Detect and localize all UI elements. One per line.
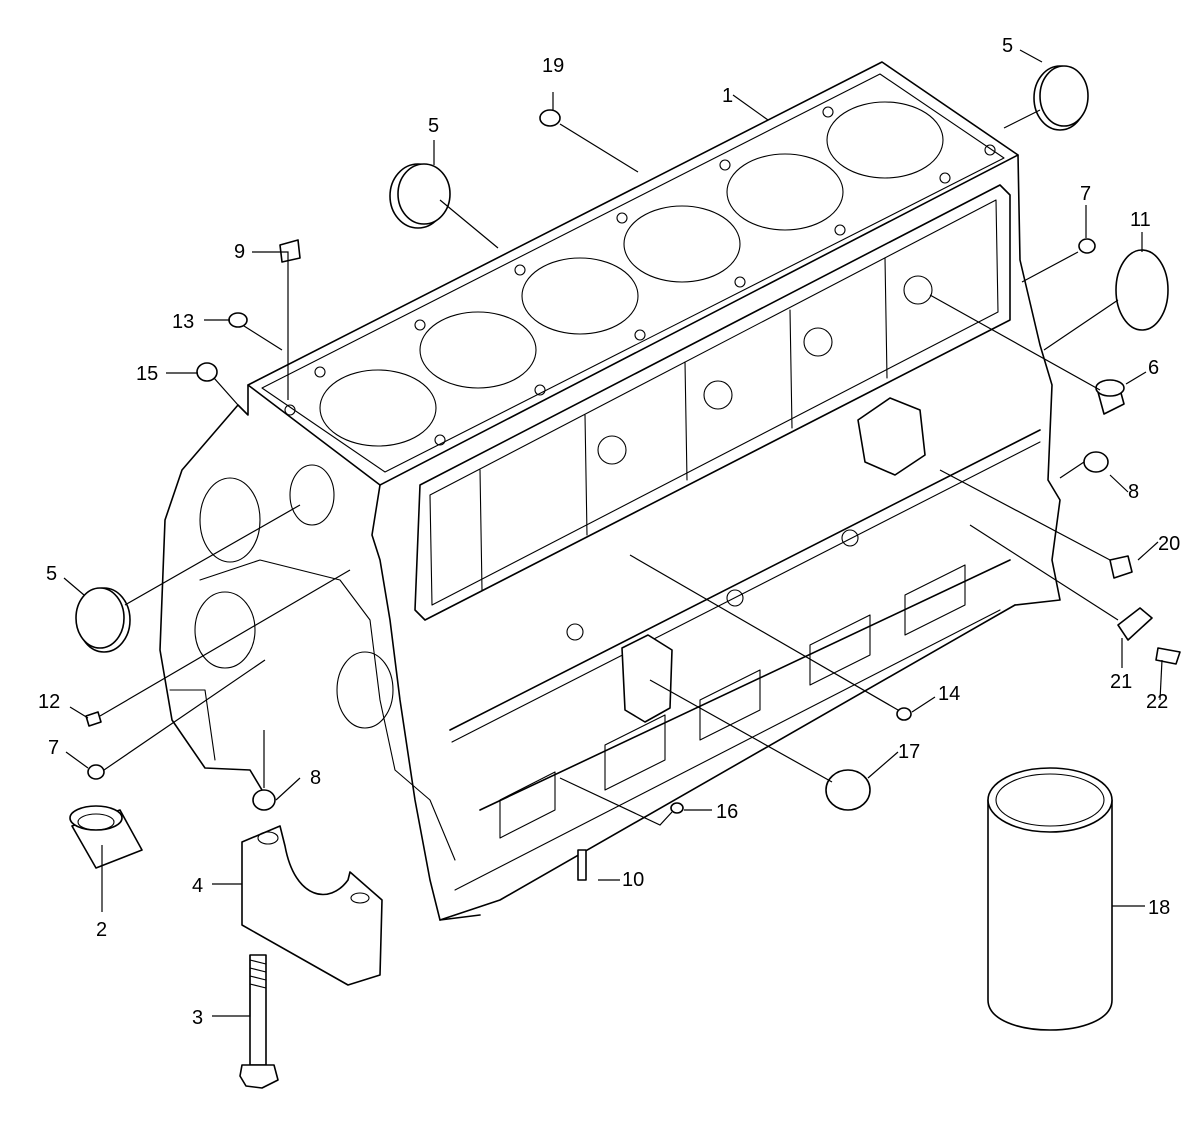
callout-5-upper-left: 5 [428, 115, 439, 137]
sleeve-8-lower [252, 789, 276, 811]
camshaft-bushing [69, 805, 143, 869]
sleeve-8-upper [1083, 451, 1109, 473]
callout-20: 20 [1158, 533, 1180, 555]
callout-21: 21 [1110, 671, 1132, 693]
pin-7-upper [1078, 238, 1096, 254]
dowel-sleeve [279, 239, 301, 263]
callout-19: 19 [542, 55, 564, 77]
oil-pump-pad [621, 634, 673, 723]
callout-7-upper: 7 [1080, 183, 1091, 205]
ball-16 [670, 802, 684, 814]
expansion-plug [1033, 65, 1089, 131]
plug-19 [539, 109, 561, 127]
plug-20 [1109, 555, 1133, 579]
bushing [1095, 379, 1125, 415]
callout-1: 1 [722, 85, 733, 107]
plug-14 [896, 707, 912, 721]
deck-holes [284, 106, 996, 446]
front-bore-lower [194, 591, 256, 669]
cylinder-block [159, 61, 1061, 921]
cylinder-bores [319, 101, 944, 447]
jet-bolt-10 [577, 849, 587, 881]
plug-13 [228, 312, 248, 328]
main-bearing-cap [241, 825, 383, 986]
front-bore-crank [336, 651, 394, 729]
callout-6: 6 [1148, 357, 1159, 379]
pin-12 [85, 711, 102, 727]
plug-15 [196, 362, 218, 382]
callout-11: 11 [1130, 209, 1151, 231]
callout-18: 18 [1148, 897, 1170, 919]
callout-15: 15 [136, 363, 158, 385]
expansion-plug [75, 587, 131, 653]
bolt-22 [1155, 647, 1181, 665]
cylinder-liner [987, 767, 1113, 1031]
expansion-plug [389, 163, 451, 229]
leader-lines [63, 49, 1163, 1017]
cap-bolt [239, 954, 279, 1089]
callout-22: 22 [1146, 691, 1168, 713]
callout-17: 17 [898, 741, 920, 763]
plug-17 [825, 769, 871, 811]
callout-labels: 1 2 3 4 5 5 5 6 7 7 8 8 9 10 11 12 13 14… [38, 35, 1180, 1029]
callout-16: 16 [716, 801, 738, 823]
callout-4: 4 [192, 875, 203, 897]
large-plug [1115, 249, 1169, 331]
callout-9: 9 [234, 241, 245, 263]
callout-13: 13 [172, 311, 194, 333]
callout-8-lower: 8 [310, 767, 321, 789]
callout-8-upper: 8 [1128, 481, 1139, 503]
callout-10: 10 [622, 869, 644, 891]
callout-2: 2 [96, 919, 107, 941]
callout-5-left: 5 [46, 563, 57, 585]
pin-7-lower [87, 764, 105, 780]
bracket-21 [1117, 607, 1153, 641]
front-bore-upper [199, 477, 261, 563]
callout-3: 3 [192, 1007, 203, 1029]
callout-12: 12 [38, 691, 60, 713]
front-bore-camshaft [289, 464, 335, 526]
callout-5-upper-right: 5 [1002, 35, 1013, 57]
callout-7-lower: 7 [48, 737, 59, 759]
oil-filter-pad [857, 397, 926, 476]
callout-14: 14 [938, 683, 960, 705]
side-bosses [566, 275, 933, 641]
